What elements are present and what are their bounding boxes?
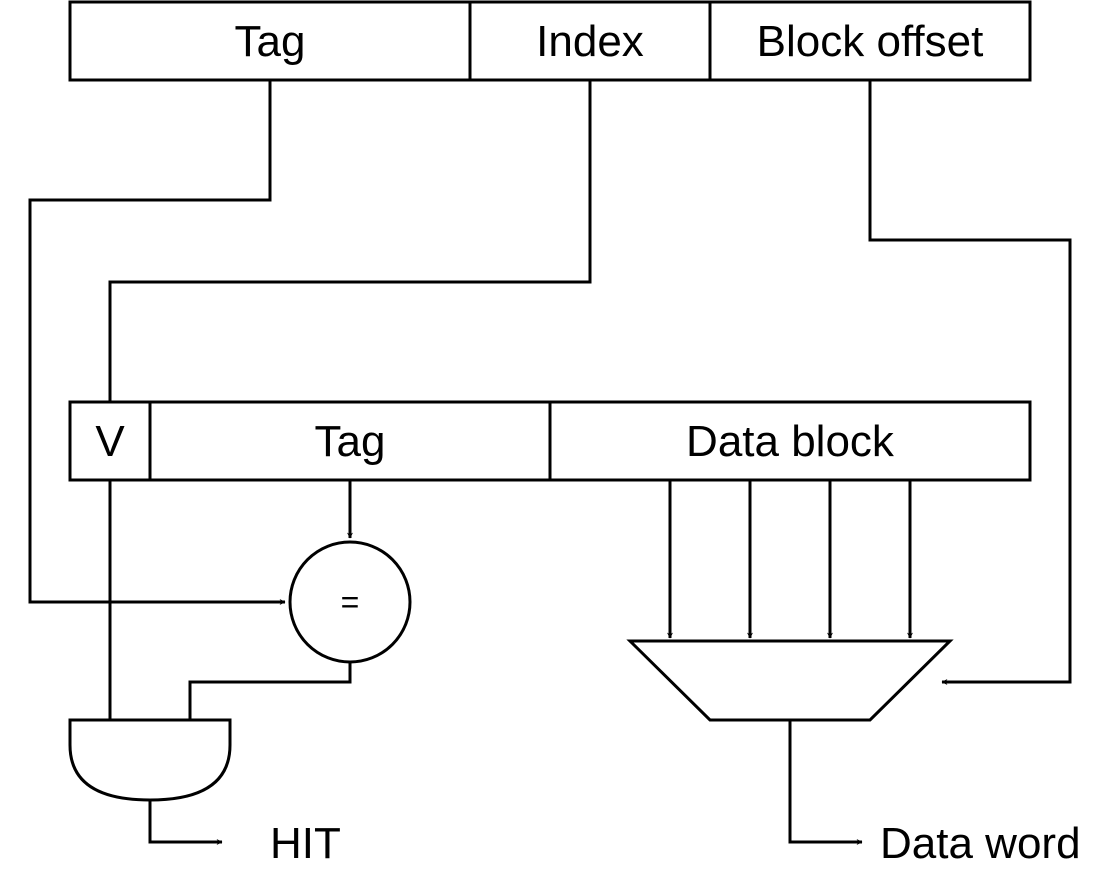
cache-tag-label: Tag bbox=[315, 417, 386, 466]
cache-line: V Tag Data block bbox=[68, 400, 1032, 482]
data-word-output-wire bbox=[788, 720, 863, 845]
cache-valid-label: V bbox=[95, 417, 125, 466]
comparator: = bbox=[288, 540, 412, 664]
tag-to-comparator-wire bbox=[28, 80, 286, 605]
address-index-field bbox=[468, 0, 712, 82]
comparator-symbol: = bbox=[341, 584, 360, 620]
cache-data-block-field bbox=[548, 400, 1032, 482]
address-tag-field bbox=[68, 0, 472, 82]
address-register: Tag Index Block offset bbox=[68, 0, 1032, 82]
hit-label: HIT bbox=[270, 819, 341, 868]
hit-output-wire bbox=[148, 800, 223, 845]
data-word-label: Data word bbox=[880, 819, 1081, 868]
cache-data-block-label: Data block bbox=[686, 417, 895, 466]
index-select-wire bbox=[108, 80, 592, 402]
comparator-to-and-wire bbox=[188, 662, 352, 720]
address-index-label: Index bbox=[536, 17, 644, 66]
address-block-offset-label: Block offset bbox=[757, 17, 984, 66]
multiplexer bbox=[626, 639, 954, 722]
address-tag-label: Tag bbox=[235, 17, 306, 66]
offset-to-mux-wire bbox=[868, 80, 1072, 685]
and-gate bbox=[68, 718, 232, 802]
